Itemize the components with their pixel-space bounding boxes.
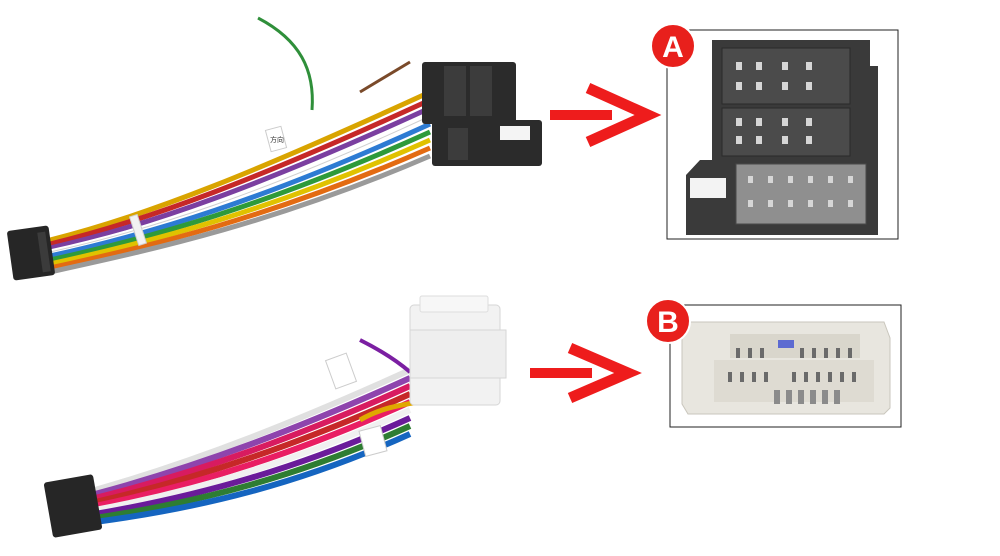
detail-b: B [645,298,902,428]
right-arrow-icon [550,82,662,148]
badge-a-label: A [662,31,684,64]
harness-b-connector [409,295,507,406]
harness-b [43,295,507,538]
badge-b-label: B [657,306,679,339]
right-arrow-icon-bottom [530,342,642,404]
detail-a: A [650,23,899,240]
harness-a-tag: 方向 [270,135,284,144]
harness-a: 方向 [7,16,542,281]
badge-b: B [645,298,691,344]
harness-a-connector [422,62,542,166]
badge-a: A [650,23,696,69]
